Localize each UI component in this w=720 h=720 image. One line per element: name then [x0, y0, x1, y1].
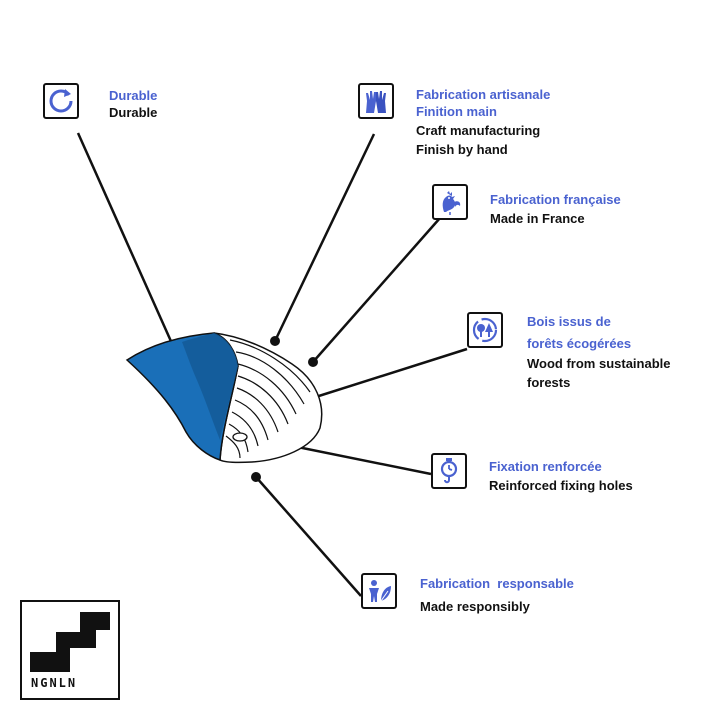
- brand-logo-mark: [30, 612, 110, 672]
- french-icon-box: [432, 184, 468, 220]
- wood-fr-2: forêts écogérées: [527, 336, 632, 351]
- refresh-icon: [49, 89, 73, 113]
- craft-icon-box: [358, 83, 394, 119]
- french-fr: Fabrication française: [490, 192, 621, 207]
- craft-fr-1: Fabrication artisanale: [416, 87, 551, 102]
- connector-craft: [273, 133, 376, 342]
- brand-logo: NGNLN: [20, 600, 120, 700]
- craft-en-1: Craft manufacturing: [416, 123, 541, 138]
- fixing-en: Reinforced fixing holes: [489, 478, 633, 493]
- climbing-hold-illustration: [125, 332, 323, 464]
- wood-label: Bois issus de forêts écogérées Wood from…: [527, 313, 671, 391]
- wood-icon-box: [467, 312, 503, 348]
- wood-en-2: forests: [527, 375, 571, 390]
- french-label: Fabrication française Made in France: [490, 191, 621, 227]
- fixing-fr: Fixation renforcée: [489, 459, 602, 474]
- connector-lines: [76, 132, 468, 597]
- wood-en-1: Wood from sustainable: [527, 356, 671, 371]
- trees-recycle-icon: [472, 317, 498, 343]
- responsible-label: Fabrication responsable Made responsibly: [420, 575, 574, 615]
- connector-durable: [76, 132, 180, 358]
- durable-label: Durable Durable: [109, 87, 157, 121]
- hands-icon: [366, 91, 386, 113]
- french-en: Made in France: [490, 211, 585, 226]
- brand-logo-text: NGNLN: [31, 676, 78, 690]
- craft-en-2: Finish by hand: [416, 142, 508, 157]
- wood-fr-1: Bois issus de: [527, 314, 611, 329]
- durable-en: Durable: [109, 105, 158, 120]
- durable-icon-box: [43, 83, 79, 119]
- craft-fr-2: Finition main: [416, 104, 497, 119]
- responsible-icon-box: [361, 573, 397, 609]
- connector-responsible: [255, 476, 362, 597]
- craft-label: Fabrication artisanale Finition main Cra…: [416, 86, 550, 158]
- connector-wood: [302, 347, 468, 403]
- person-leaf-icon: [369, 580, 391, 602]
- durable-fr: Durable: [109, 88, 158, 103]
- responsible-fr: Fabrication responsable: [420, 576, 574, 591]
- fixing-hole: [232, 432, 248, 442]
- hold-blue-shade: [182, 333, 238, 440]
- hanging-clock-icon: [440, 458, 458, 484]
- connector-french: [312, 217, 441, 363]
- fixing-label: Fixation renforcée Reinforced fixing hol…: [489, 458, 633, 494]
- responsible-en: Made responsibly: [420, 599, 530, 614]
- fixing-icon-box: [431, 453, 467, 489]
- rooster-icon: [442, 191, 461, 215]
